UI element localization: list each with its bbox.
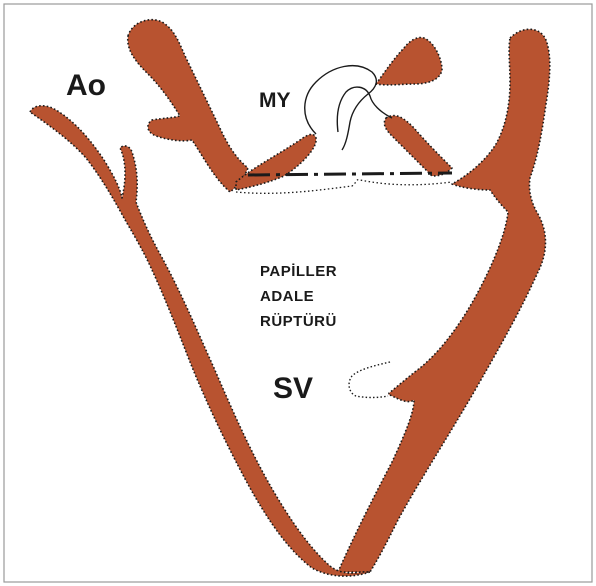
mitral-valve-label: MY [259, 89, 291, 112]
ventricle-label: SV [273, 372, 313, 405]
papillary-rupture-line1: PAPİLLER [260, 263, 337, 280]
papillary-rupture-line2: ADALE [260, 288, 314, 305]
papillary-rupture-line3: RÜPTÜRÜ [260, 313, 337, 330]
aorta-label: Ao [66, 69, 106, 102]
